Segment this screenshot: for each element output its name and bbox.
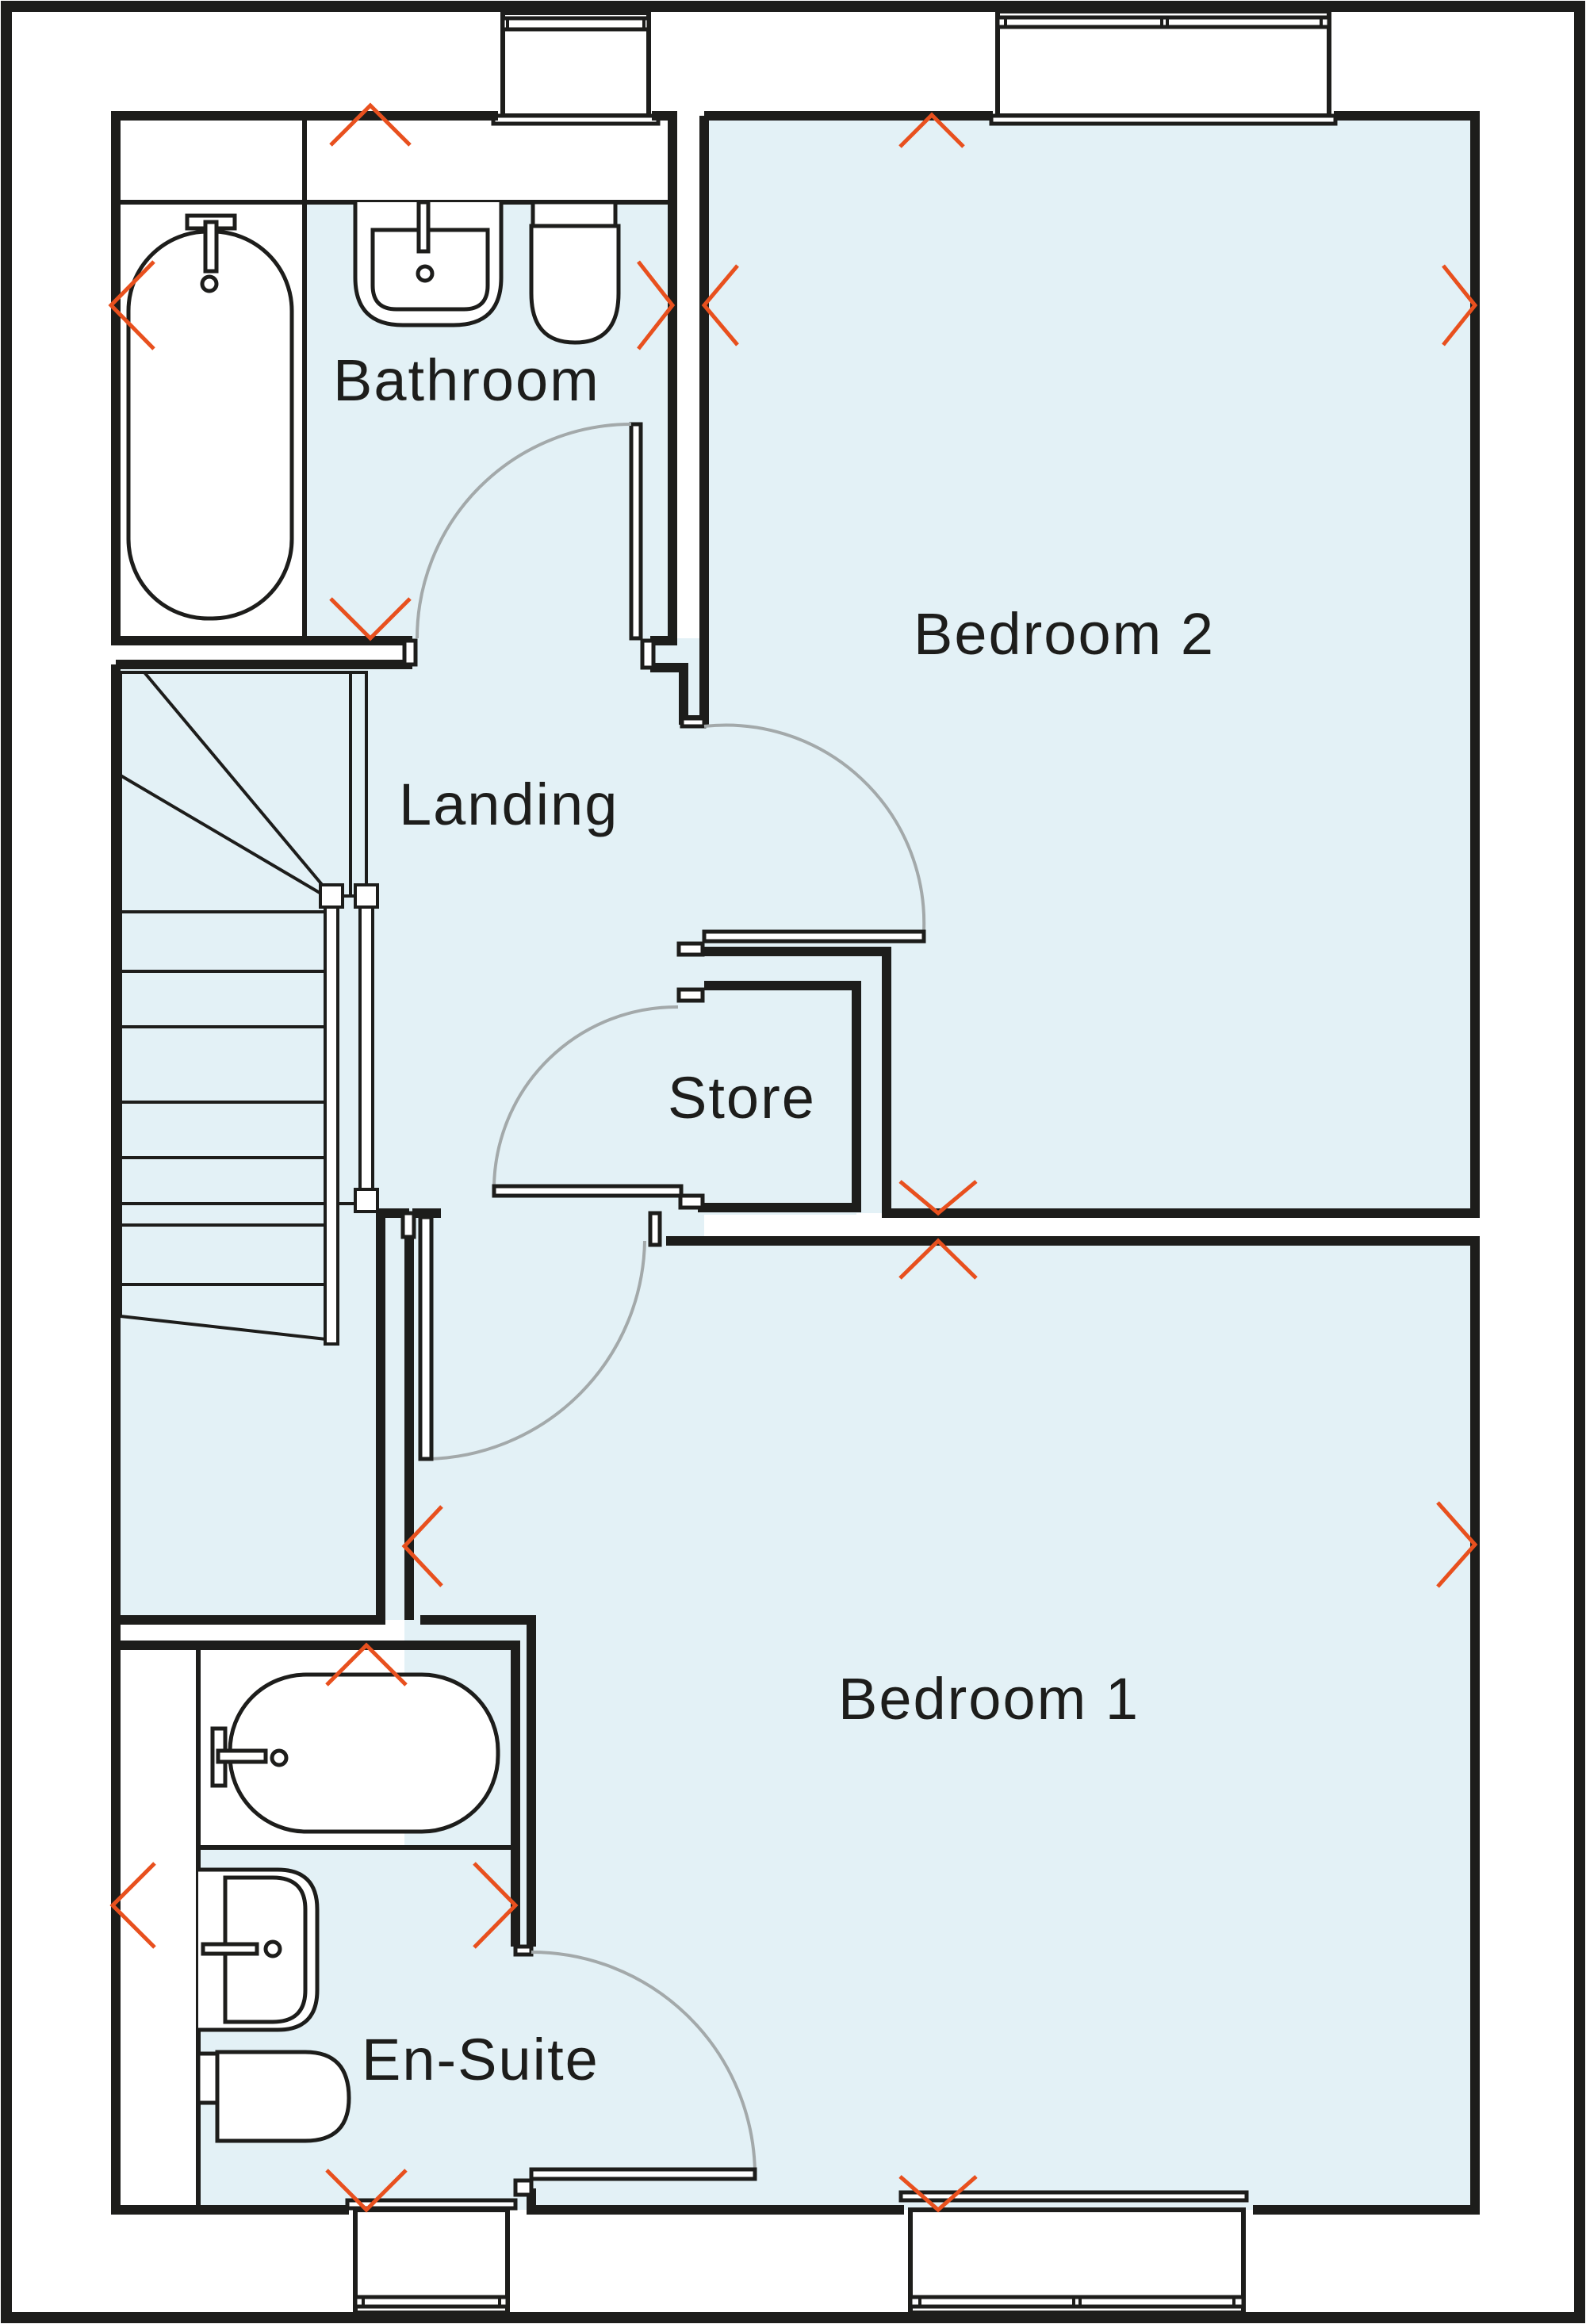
chevron-up-icon [898, 1238, 978, 1280]
bathroom-bath [126, 213, 294, 621]
bathroom-basin [353, 200, 504, 327]
store-door [492, 987, 705, 1210]
chevron-right-icon [637, 260, 676, 350]
chevron-down-icon [898, 1180, 978, 1216]
chevron-left-icon [109, 1862, 156, 1949]
chevron-left-icon [401, 1505, 443, 1587]
room-label-bedroom-2: Bedroom 2 [914, 601, 1215, 667]
en-suite-door [513, 1944, 757, 2197]
chevron-down-icon [325, 2169, 408, 2213]
chevron-left-icon [108, 260, 155, 350]
en-suite-basin [198, 1867, 320, 2032]
chevron-right-icon [473, 1862, 519, 1949]
chevron-up-icon [329, 102, 412, 147]
bedroom-2-window [989, 9, 1338, 126]
room-label-store: Store [668, 1065, 816, 1131]
chevron-down-icon [329, 597, 412, 641]
en-suite-window [345, 2198, 518, 2315]
bedroom-1-door [400, 1211, 662, 1461]
staircase [119, 671, 379, 1346]
bathroom-toilet [529, 200, 621, 345]
bathroom-door [402, 422, 656, 670]
dimension-markers [108, 102, 1478, 2213]
bedroom-1-window [898, 2190, 1249, 2315]
room-label-bedroom-1: Bedroom 1 [838, 1666, 1140, 1732]
room-label-bathroom: Bathroom [333, 347, 600, 413]
en-suite-toilet [196, 2050, 351, 2143]
chevron-up-icon [325, 1642, 408, 1687]
room-label-en-suite: En-Suite [362, 2027, 600, 2092]
room-fills [116, 116, 1475, 2210]
en-suite-bath [210, 1672, 500, 1834]
chevron-left-icon [701, 264, 739, 346]
bedroom-2-door [676, 716, 926, 957]
chevron-down-icon [898, 2175, 978, 2213]
bathroom-window [491, 10, 661, 126]
chevron-right-icon [1436, 1501, 1478, 1588]
chevron-right-icon [1442, 264, 1478, 346]
room-label-landing: Landing [399, 771, 619, 837]
chevron-up-icon [898, 112, 965, 148]
